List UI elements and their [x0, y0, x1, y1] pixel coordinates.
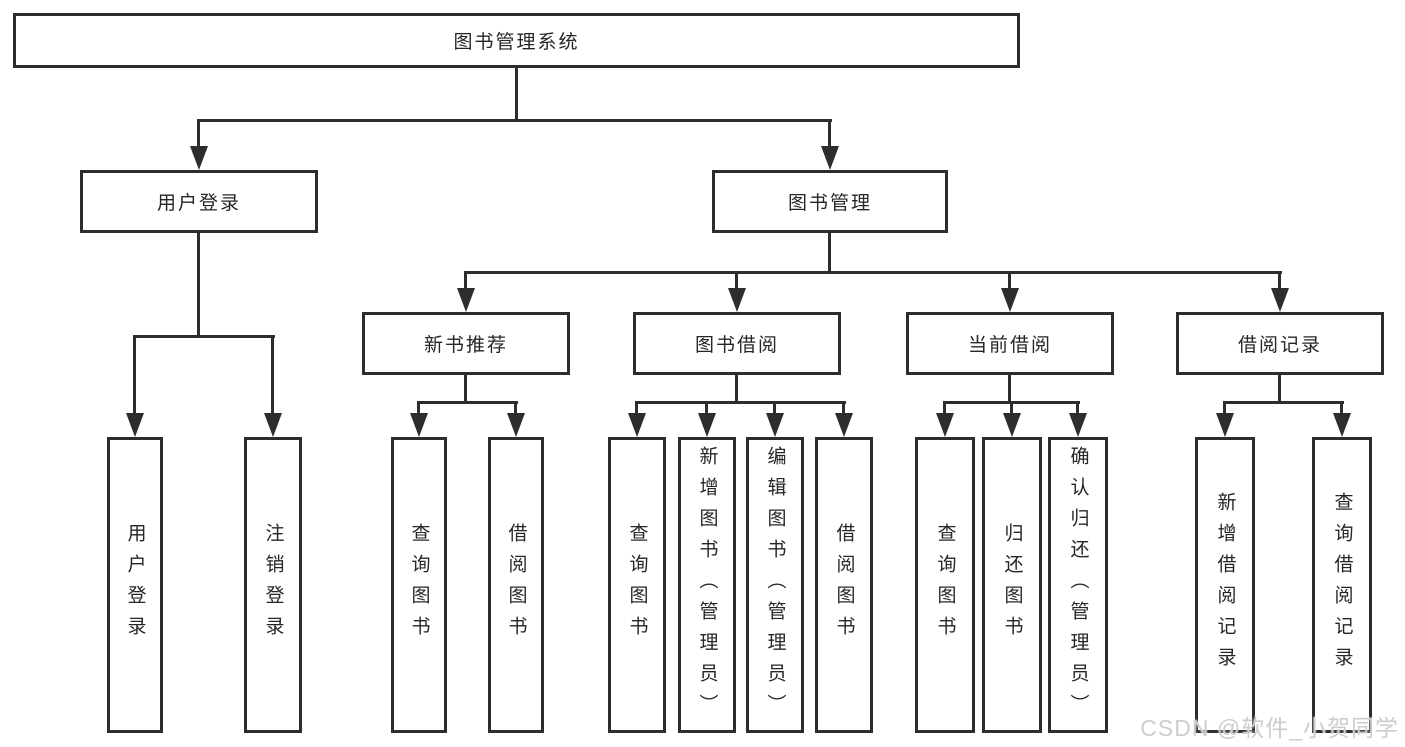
- leaf-add-borrow-record: 新增借阅记录: [1195, 437, 1255, 733]
- leaf-label: 查询图书: [934, 523, 956, 647]
- arrowhead: [507, 413, 525, 437]
- arrowhead: [264, 413, 282, 437]
- connector-line: [635, 401, 638, 414]
- leaf-label: 归还图书: [1001, 523, 1023, 647]
- arrowhead: [1333, 413, 1351, 437]
- node-root: 图书管理系统: [13, 13, 1020, 68]
- connector-line: [271, 335, 274, 415]
- arrowhead: [190, 146, 208, 170]
- connector-line: [417, 401, 420, 414]
- connector-line: [943, 401, 946, 414]
- connector-line: [133, 335, 136, 415]
- connector-line: [635, 401, 846, 404]
- leaf-query-borrow-record: 查询借阅记录: [1312, 437, 1372, 733]
- arrowhead: [821, 146, 839, 170]
- arrowhead: [1271, 288, 1289, 312]
- node-user-login: 用户登录: [80, 170, 318, 233]
- arrowhead: [1003, 413, 1021, 437]
- connector-line: [735, 271, 738, 290]
- arrowhead: [936, 413, 954, 437]
- arrowhead: [698, 413, 716, 437]
- leaf-logout: 注销登录: [244, 437, 302, 733]
- node-current-borrow: 当前借阅: [906, 312, 1114, 375]
- connector-line: [1340, 401, 1343, 414]
- leaf-label: 借阅图书: [833, 523, 855, 647]
- leaf-query-books-2: 查询图书: [608, 437, 666, 733]
- arrowhead: [728, 288, 746, 312]
- leaf-label: 编辑图书（管理员）: [764, 445, 786, 725]
- leaf-add-book-admin: 新增图书（管理员）: [678, 437, 736, 733]
- leaf-borrow-books-1: 借阅图书: [488, 437, 544, 733]
- connector-line: [1223, 401, 1344, 404]
- leaf-label: 查询借阅记录: [1331, 492, 1353, 678]
- leaf-label: 查询图书: [408, 523, 430, 647]
- arrowhead: [835, 413, 853, 437]
- connector-line: [417, 401, 518, 404]
- node-borrow-records: 借阅记录: [1176, 312, 1384, 375]
- connector-line: [773, 401, 776, 414]
- leaf-return-book: 归还图书: [982, 437, 1042, 733]
- leaf-confirm-return-admin: 确认归还（管理员）: [1048, 437, 1108, 733]
- connector-line: [197, 119, 200, 148]
- node-book-borrow: 图书借阅: [633, 312, 841, 375]
- connector-line: [1008, 375, 1011, 403]
- connector-line: [1076, 401, 1079, 414]
- connector-line: [705, 401, 708, 414]
- arrowhead: [410, 413, 428, 437]
- leaf-label: 注销登录: [262, 523, 284, 647]
- leaf-label: 新增图书（管理员）: [696, 445, 718, 725]
- leaf-user-login: 用户登录: [107, 437, 163, 733]
- connector-line: [828, 119, 831, 148]
- connector-line: [1010, 401, 1013, 414]
- connector-line: [828, 233, 831, 273]
- arrowhead: [1069, 413, 1087, 437]
- connector-line: [464, 271, 1282, 274]
- leaf-edit-book-admin: 编辑图书（管理员）: [746, 437, 804, 733]
- connector-line: [1223, 401, 1226, 414]
- connector-line: [464, 375, 467, 403]
- connector-line: [133, 335, 275, 338]
- leaf-query-books-3: 查询图书: [915, 437, 975, 733]
- connector-line: [1008, 271, 1011, 290]
- arrowhead: [766, 413, 784, 437]
- arrowhead: [1216, 413, 1234, 437]
- connector-line: [1278, 271, 1281, 290]
- leaf-label: 确认归还（管理员）: [1067, 445, 1089, 725]
- arrowhead: [1001, 288, 1019, 312]
- connector-line: [515, 66, 518, 121]
- connector-line: [197, 233, 200, 337]
- arrowhead: [126, 413, 144, 437]
- connector-line: [514, 401, 517, 414]
- node-new-book-recommend: 新书推荐: [362, 312, 570, 375]
- connector-line: [197, 119, 832, 122]
- connector-line: [1278, 375, 1281, 403]
- leaf-borrow-books-2: 借阅图书: [815, 437, 873, 733]
- leaf-label: 新增借阅记录: [1214, 492, 1236, 678]
- connector-line: [842, 401, 845, 414]
- leaf-label: 借阅图书: [505, 523, 527, 647]
- watermark: CSDN @软件_小贺同学: [1140, 715, 1399, 741]
- connector-line: [735, 375, 738, 403]
- leaf-label: 用户登录: [124, 523, 146, 647]
- node-book-management: 图书管理: [712, 170, 948, 233]
- connector-line: [464, 271, 467, 290]
- leaf-label: 查询图书: [626, 523, 648, 647]
- leaf-query-books-1: 查询图书: [391, 437, 447, 733]
- arrowhead: [628, 413, 646, 437]
- arrowhead: [457, 288, 475, 312]
